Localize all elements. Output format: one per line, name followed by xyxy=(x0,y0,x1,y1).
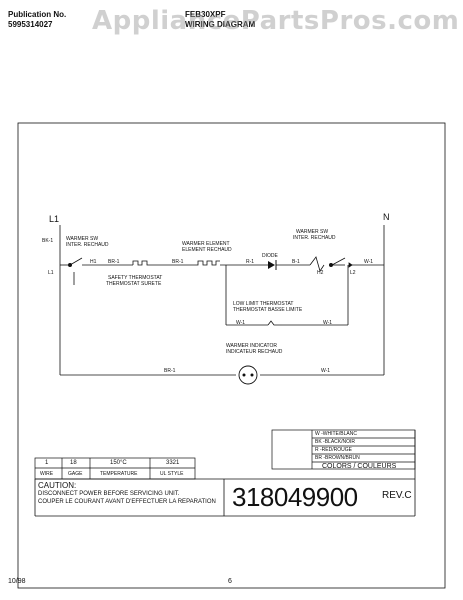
wire-tag-w1-d: W-1 xyxy=(321,368,331,374)
part-number: 318049900 xyxy=(232,482,358,512)
legend-item-brown: BR -BROWN/BRUN xyxy=(315,455,360,461)
wire-tag-h2: H2 xyxy=(317,270,324,276)
wire-spec-header-ul-style: UL STYLE xyxy=(160,471,184,477)
model-number: FEB30XPF xyxy=(185,10,226,19)
diode-label: DIODE xyxy=(262,253,278,259)
warmer-switch-right-label-en: WARMER SW xyxy=(296,229,329,235)
caution-title: CAUTION: xyxy=(38,481,77,490)
wire-tag-r1: R-1 xyxy=(246,259,255,265)
safety-thermostat-label-fr: THERMOSTAT SURETE xyxy=(106,281,162,287)
outer-frame xyxy=(17,122,446,589)
warmer-indicator-label-fr: INDICATEUR RECHAUD xyxy=(226,349,283,355)
warmer-switch-left xyxy=(68,257,83,285)
legend-item-black: BK -BLACK/NOIR xyxy=(315,439,356,445)
publication-label: Publication No. xyxy=(8,10,67,19)
wire-tag-b1: B-1 xyxy=(292,259,300,265)
warmer-switch-left-label-fr: INTER. RECHAUD xyxy=(66,242,109,248)
warmer-element-label-en: WARMER ELEMENT xyxy=(182,241,230,247)
revision: REV.C xyxy=(382,490,412,501)
wire-spec-value-gage: 18 xyxy=(70,460,77,466)
wire-tag-w1-b: W-1 xyxy=(236,320,246,326)
wire-tag-w1-c: W-1 xyxy=(323,320,333,326)
caution-line-fr: COUPER LE COURANT AVANT D'EFFECTUER LA R… xyxy=(38,499,216,505)
wire-spec-value-wire: 1 xyxy=(45,460,49,466)
warmer-indicator-label-en: WARMER INDICATOR xyxy=(226,343,278,349)
legend-title: COLORS / COULEURS xyxy=(322,463,397,470)
wire-spec-header-temperature: TEMPERATURE xyxy=(100,471,138,477)
low-limit-thermostat-label-en: LOW LIMIT THERMOSTAT xyxy=(233,301,294,307)
wire-tag-br1-b: BR-1 xyxy=(172,259,184,265)
wire-tag-br1-a: BR-1 xyxy=(108,259,120,265)
warmer-element-symbol xyxy=(195,260,220,266)
diode-symbol xyxy=(268,260,277,270)
wire-tag-h1: H1 xyxy=(90,259,97,265)
warmer-switch-right-label-fr: INTER. RECHAUD xyxy=(293,235,336,241)
l1-terminal: L1 xyxy=(48,270,54,276)
warmer-switch-right xyxy=(309,256,353,272)
wire-spec-header-wire: WIRE xyxy=(40,471,54,477)
wire-tag-br1-bottom: BR-1 xyxy=(164,368,176,374)
caution-line-en: DISCONNECT POWER BEFORE SERVICING UNIT. xyxy=(38,491,180,497)
publication-number: 5995314027 xyxy=(8,20,53,29)
wire-tag-w1-a: W-1 xyxy=(364,259,374,265)
low-limit-thermostat-symbol xyxy=(267,320,282,326)
wire-tag-l2: L2 xyxy=(350,270,356,276)
watermark: AppliancePartsPros.com xyxy=(92,6,460,36)
safety-thermostat-symbol xyxy=(132,260,150,266)
wire-spec-value-ul-style: 3321 xyxy=(166,460,180,466)
low-limit-thermostat-label-fr: THERMOSTAT BASSE LIMITE xyxy=(233,307,303,313)
footer-page-number: 6 xyxy=(228,578,232,585)
warmer-switch-left-label-en: WARMER SW xyxy=(66,236,99,242)
legend-item-white: W -WHITE/BLANC xyxy=(315,431,357,437)
caution-band xyxy=(34,430,416,517)
warmer-indicator-symbol xyxy=(238,365,258,385)
wire-spec-value-temperature: 150°C xyxy=(110,460,127,466)
document-title: WIRING DIAGRAM xyxy=(185,20,256,29)
wire-spec-header-gage: GAGE xyxy=(68,471,83,477)
bk1-label: BK-1 xyxy=(42,238,54,244)
n-label: N xyxy=(383,212,390,222)
warmer-element-label-fr: ELEMENT RECHAUD xyxy=(182,247,232,253)
footer-date: 10/98 xyxy=(8,578,26,585)
safety-thermostat-label-en: SAFETY THERMOSTAT xyxy=(108,275,163,281)
legend-item-red: R -RED/ROUGE xyxy=(315,447,352,453)
l1-label: L1 xyxy=(49,214,60,224)
